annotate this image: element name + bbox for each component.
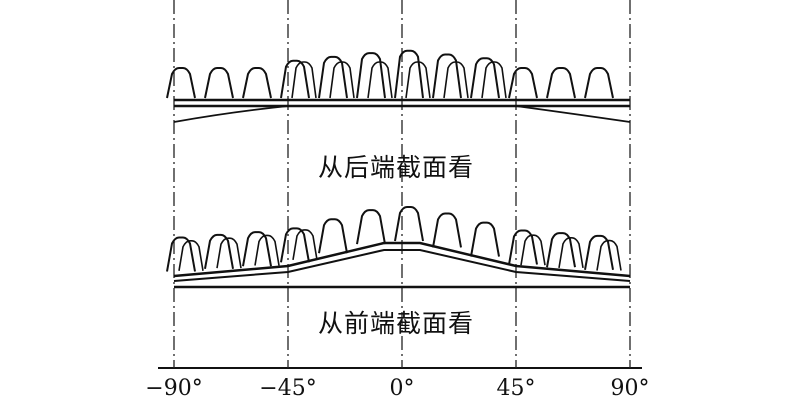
axis-tick-label: 90°: [610, 376, 650, 401]
gear-tooth: [166, 67, 196, 99]
front-teeth-secondary: [178, 229, 622, 271]
gear-tooth: [318, 55, 348, 99]
gear-tooth: [596, 239, 622, 271]
gear-tooth: [508, 67, 538, 99]
gear-tooth: [356, 52, 386, 99]
gear-tooth: [558, 237, 584, 268]
gear-tooth: [584, 234, 614, 271]
gear-tooth: [254, 234, 280, 266]
gear-tooth: [584, 67, 614, 99]
gear-tooth: [280, 59, 310, 99]
gear-tooth: [367, 61, 393, 99]
rear-teeth-secondary: [291, 61, 507, 99]
gear-tooth: [394, 206, 424, 242]
gear-tooth: [520, 234, 546, 266]
gear-tooth: [292, 229, 318, 261]
gear-tooth: [291, 61, 317, 99]
gear-tooth: [204, 67, 234, 99]
gear-tooth: [443, 61, 469, 99]
gear-tooth: [216, 237, 242, 269]
gear-tooth: [329, 61, 355, 99]
caption-front-view: 从前端截面看: [318, 309, 475, 338]
caption-rear-view: 从后端截面看: [318, 153, 475, 182]
axis-tick-label: −90°: [145, 376, 203, 401]
reference-lines: [173, 0, 631, 368]
gear-tooth: [178, 240, 204, 271]
gear-tooth: [546, 67, 576, 99]
axis-tick-label: −45°: [259, 376, 317, 401]
rear-under-curve: [173, 105, 631, 123]
gear-tooth: [432, 53, 462, 99]
gear-tooth: [318, 218, 348, 254]
gear-tooth: [356, 209, 386, 245]
gear-tooth: [508, 229, 538, 265]
rear-teeth-primary: [166, 49, 614, 99]
gear-tooth: [405, 61, 431, 99]
front-base-upper: [173, 241, 631, 278]
gear-tooth: [481, 61, 507, 99]
gear-tooth: [470, 221, 500, 257]
gear-tooth: [394, 49, 424, 99]
front-section: [166, 206, 631, 289]
axis-tick-label: 45°: [496, 376, 536, 401]
rear-section: [166, 49, 631, 123]
gear-tooth: [546, 232, 576, 268]
gear-tooth: [280, 227, 310, 263]
gear-tooth: [242, 67, 272, 99]
front-base-lower: [173, 249, 631, 282]
axis-tick-label: 0°: [389, 376, 415, 401]
gear-tooth: [432, 212, 462, 248]
